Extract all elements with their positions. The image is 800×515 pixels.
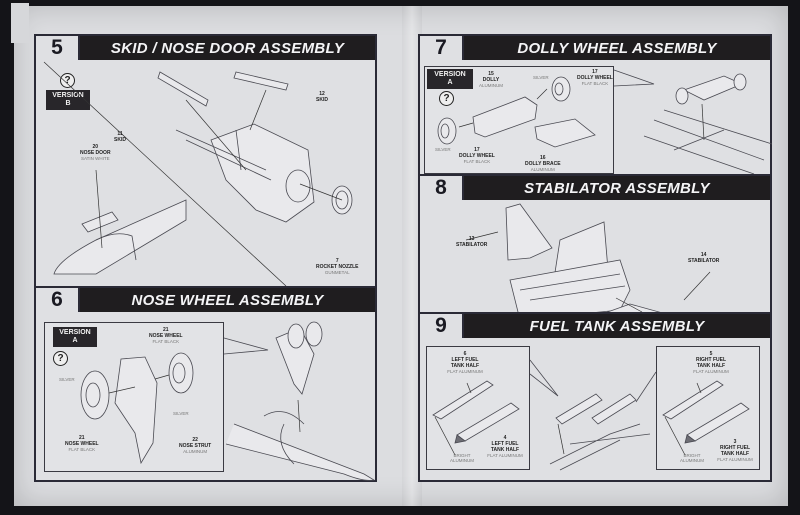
version-value: B — [65, 100, 71, 107]
step-title: DOLLY WHEEL ASSEMBLY — [517, 39, 717, 57]
color-note-silver: SILVER — [435, 147, 451, 152]
help-icon: ? — [60, 73, 75, 88]
step-number: 9 — [420, 314, 464, 338]
color-note-silver: SILVER — [533, 75, 549, 80]
step-number: 7 — [420, 36, 464, 60]
nose-gear-install-drawing — [223, 321, 376, 481]
step-5-panel: 5 SKID / NOSE DOOR ASSEMBLY ? VERSION B … — [34, 34, 377, 288]
version-badge: VERSION A — [427, 69, 473, 89]
step-number: 5 — [36, 36, 80, 60]
step-5-header: 5 SKID / NOSE DOOR ASSEMBLY — [36, 36, 375, 60]
step-number: 8 — [420, 176, 464, 200]
version-label: VERSION — [434, 71, 466, 78]
step-title: SKID / NOSE DOOR ASSEMBLY — [110, 39, 345, 57]
step-7-panel: 7 DOLLY WHEEL ASSEMBLY VERSION A ? SILVE… — [418, 34, 773, 176]
step-8-header: 8 STABILATOR ASSEMBLY — [420, 176, 770, 200]
step-number: 6 — [36, 288, 80, 312]
version-label: VERSION — [52, 92, 84, 99]
help-icon: ? — [439, 91, 454, 106]
color-note-bright-aluminum: BRIGHT ALUMINUM — [679, 453, 704, 463]
color-note-silver: SILVER — [173, 411, 189, 416]
version-badge: VERSION B — [46, 90, 90, 110]
step-title: NOSE WHEEL ASSEMBLY — [131, 291, 324, 309]
version-label: VERSION — [59, 329, 91, 336]
version-value: A — [72, 337, 78, 344]
page-fold — [402, 6, 422, 506]
step-9-header: 9 FUEL TANK ASSEMBLY — [420, 314, 770, 338]
right-fuel-tank-drawing — [662, 380, 750, 456]
step-title: FUEL TANK ASSEMBLY — [529, 317, 705, 335]
help-icon: ? — [53, 351, 68, 366]
color-note-silver: SILVER — [59, 377, 75, 382]
fuel-tank-install-drawing — [529, 359, 657, 471]
skid-assembly-drawing — [43, 61, 353, 287]
nose-wheel-drawing — [80, 352, 194, 465]
dolly-drawing — [437, 76, 596, 148]
dolly-install-drawing — [613, 69, 773, 175]
step-6-panel: 6 NOSE WHEEL ASSEMBLY VERSION A ? SILVER… — [34, 286, 377, 482]
version-badge: VERSION A — [53, 327, 97, 347]
left-fuel-tank-drawing — [432, 380, 520, 456]
step-7-header: 7 DOLLY WHEEL ASSEMBLY — [420, 36, 770, 60]
step-title: STABILATOR ASSEMBLY — [524, 179, 710, 197]
color-note-bright-aluminum: BRIGHT ALUMINUM — [449, 453, 474, 463]
version-value: A — [447, 79, 453, 86]
step-6-header: 6 NOSE WHEEL ASSEMBLY — [36, 288, 375, 312]
